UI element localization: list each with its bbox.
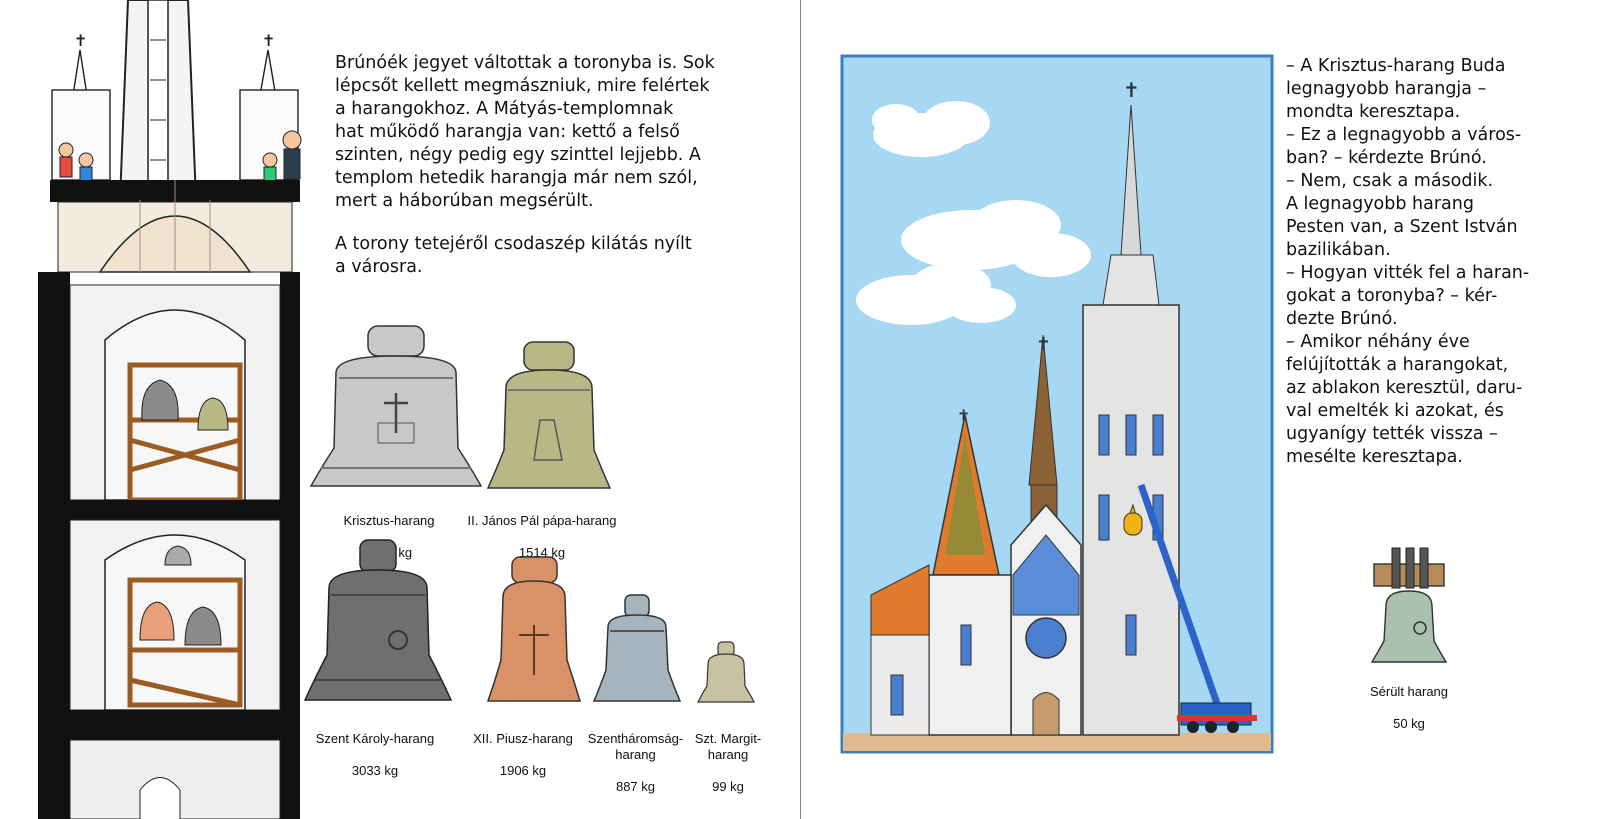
svg-text:✝: ✝	[1036, 334, 1051, 355]
svg-text:✝: ✝	[957, 406, 970, 425]
bell-caption-szentharomsag: Szentháromság- harang 887 kg	[578, 715, 693, 795]
bell-name: XII. Piusz-harang	[473, 731, 573, 746]
svg-text:✝: ✝	[1123, 78, 1140, 102]
bell-weight: 99 kg	[712, 779, 744, 794]
church-illustration: ✝ ✝ ✝	[840, 54, 1274, 754]
bell-name: Szentháromság- harang	[587, 731, 684, 762]
bell-name: Szt. Margit- harang	[694, 731, 762, 762]
bell-caption-piusz: XII. Piusz-harang 1906 kg	[468, 715, 578, 779]
bell-weight: 3033 kg	[351, 763, 399, 778]
szentharomsag-bell-icon	[592, 594, 682, 702]
bell-name: Szent Károly-harang	[315, 731, 435, 746]
bell-name: II. János Pál pápa-harang	[467, 513, 617, 528]
bell-caption-margit: Szt. Margit- harang 99 kg	[683, 715, 773, 795]
margit-bell-icon	[697, 641, 755, 703]
damaged-bell-icon	[1370, 547, 1448, 663]
damaged-bell-caption: Sérült harang 50 kg	[1344, 668, 1474, 732]
intro-paragraph: Brúnóék jegyet váltottak a toronyba is. …	[335, 53, 715, 211]
bell-weight: 1906 kg	[499, 763, 547, 778]
bell-weight: 50 kg	[1393, 716, 1425, 731]
janos-pal-bell-icon	[486, 341, 612, 489]
tower-cross-section-illustration: ✝ ✝	[38, 0, 302, 819]
karoly-bell-icon	[303, 539, 453, 701]
right-page: ✝ ✝ ✝ – A Krisztus-harang Buda legn	[801, 0, 1600, 819]
dialogue-paragraph: – A Krisztus-harang Buda legnagyobb hara…	[1286, 56, 1530, 467]
bell-caption-janos-pal: II. János Pál pápa-harang 1514 kg	[452, 497, 632, 561]
krisztus-bell-icon	[309, 325, 483, 487]
left-page: ✝ ✝	[38, 0, 773, 819]
bell-weight: 887 kg	[615, 779, 656, 794]
piusz-bell-icon	[486, 556, 582, 702]
bell-name: Sérült harang	[1369, 684, 1449, 699]
view-paragraph: A torony tetejéről csodaszép kilátás nyí…	[335, 234, 692, 277]
svg-text:✝: ✝	[262, 31, 275, 50]
svg-text:✝: ✝	[74, 31, 87, 50]
page-gutter	[800, 0, 801, 819]
bell-name: Krisztus-harang	[343, 513, 435, 528]
bell-caption-karoly: Szent Károly-harang 3033 kg	[300, 715, 450, 779]
